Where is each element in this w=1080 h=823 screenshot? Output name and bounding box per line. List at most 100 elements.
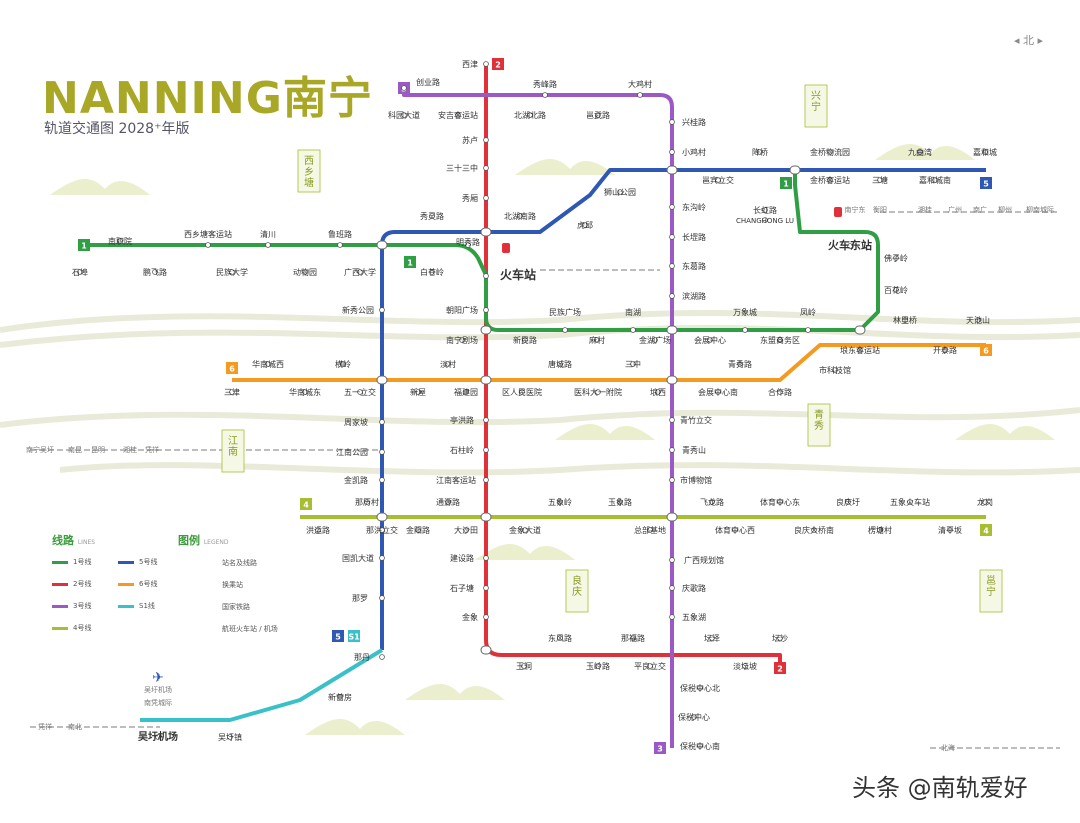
legend-line-s1: S1线	[118, 601, 184, 611]
station-label: 金象大道	[509, 525, 541, 535]
station-label: 开泰路	[933, 345, 957, 355]
station-label: 创业路	[416, 77, 440, 87]
station-marker	[811, 527, 817, 533]
station-label: 新营房	[328, 692, 352, 702]
transfer-station-marker	[854, 325, 866, 335]
station-label: 五象湖	[682, 612, 706, 622]
station-label: 那罗	[352, 594, 368, 603]
station-label: 五象火车站	[890, 497, 930, 507]
station-marker	[522, 527, 528, 533]
river-band	[59, 462, 1080, 476]
legend-line-2: 2号线	[52, 579, 118, 589]
station-marker	[947, 527, 953, 533]
station-label: 会展中心南	[698, 387, 738, 397]
district-label: 邕	[986, 574, 996, 587]
station-marker	[562, 327, 568, 333]
station-label: 南职院	[108, 236, 132, 246]
station-marker	[521, 663, 527, 669]
station-marker	[669, 149, 675, 155]
station-label: 金阳路	[406, 525, 430, 535]
river-band	[0, 324, 1080, 348]
station-marker	[229, 389, 235, 395]
line-badge-label: 2	[495, 61, 501, 70]
rail-label: 凭祥	[38, 722, 52, 731]
station-label: 保税中心北	[680, 683, 720, 693]
station-marker	[762, 217, 768, 223]
station-label: 亭洪路	[450, 415, 474, 425]
station-marker	[227, 734, 233, 740]
transfer-station-marker	[480, 645, 492, 655]
transfer-station-marker	[480, 325, 492, 335]
station-label: 周家坡	[344, 417, 368, 427]
station-marker	[401, 112, 407, 118]
station-marker	[827, 177, 833, 183]
station-label: 新屋	[410, 387, 426, 397]
station-marker	[483, 447, 489, 453]
station-marker	[647, 527, 653, 533]
rail-label: 湘桂	[123, 445, 137, 454]
station-marker	[669, 417, 675, 423]
station-label: 埌西	[650, 387, 666, 397]
station-marker	[832, 367, 838, 373]
line-badge-label: 5	[335, 633, 341, 642]
station-marker	[483, 195, 489, 201]
station-marker	[669, 477, 675, 483]
transfer-station-marker	[376, 240, 388, 250]
line-1-badge	[78, 239, 90, 251]
station-marker	[697, 743, 703, 749]
station-marker	[483, 137, 489, 143]
rail-label: 南广	[973, 205, 987, 214]
station-marker	[617, 189, 623, 195]
station-marker	[630, 361, 636, 367]
airport-icon: ✈	[152, 670, 164, 686]
station-marker	[337, 694, 343, 700]
line-2-track	[672, 653, 782, 668]
line-3-badge	[654, 742, 666, 754]
symbols-legend: 图例 LEGEND 站名及线路 换乘站 国家铁路 航班火车站 / 机场	[178, 532, 288, 634]
transfer-station-marker	[666, 375, 678, 385]
station-label: 玉象路	[608, 497, 632, 507]
station-label: 嘉和城	[973, 147, 997, 157]
station-marker	[637, 92, 643, 98]
station-label: 秀灵路	[420, 211, 444, 221]
line-badge-label: 1	[81, 242, 87, 251]
station-label: 淡村	[440, 359, 456, 369]
station-marker	[595, 663, 601, 669]
station-label: 新民路	[513, 335, 537, 345]
station-marker	[379, 555, 385, 561]
rail-label: 凭祥	[145, 445, 159, 454]
station-label: 金象	[462, 612, 478, 622]
station-label: 嘉和城南	[919, 175, 951, 185]
rail-label: 南凭城际	[144, 698, 172, 707]
lines-legend-title: 线路 LINES	[52, 534, 96, 547]
transfer-station-marker	[789, 165, 801, 175]
station-marker	[902, 317, 908, 323]
station-label: 体育中心西	[715, 525, 755, 535]
station-marker	[982, 499, 988, 505]
station-marker	[715, 177, 721, 183]
district-box	[565, 569, 589, 613]
station-label: 华南城西	[252, 359, 284, 369]
station-marker	[445, 499, 451, 505]
rail-label: 吴圩机场	[144, 685, 172, 694]
line-badge-label: 6	[229, 365, 235, 374]
transfer-station-marker	[480, 227, 492, 237]
station-marker	[777, 635, 783, 641]
station-marker	[917, 149, 923, 155]
station-marker	[595, 389, 601, 395]
transfer-station-marker	[480, 512, 492, 522]
station-marker	[715, 389, 721, 395]
station-label: 三津	[224, 387, 240, 397]
station-marker	[483, 273, 489, 279]
district-label: 秀	[814, 420, 824, 432]
station-marker	[337, 242, 343, 248]
rail-label: 南宁东	[845, 205, 866, 214]
station-label: 动物园	[293, 267, 317, 277]
station-label: 五一立交	[344, 387, 376, 397]
station-marker	[463, 389, 469, 395]
station-marker	[483, 585, 489, 591]
station-label: CHANGHONG LU	[736, 217, 794, 225]
line-3-track	[402, 88, 674, 748]
station-marker	[932, 177, 938, 183]
